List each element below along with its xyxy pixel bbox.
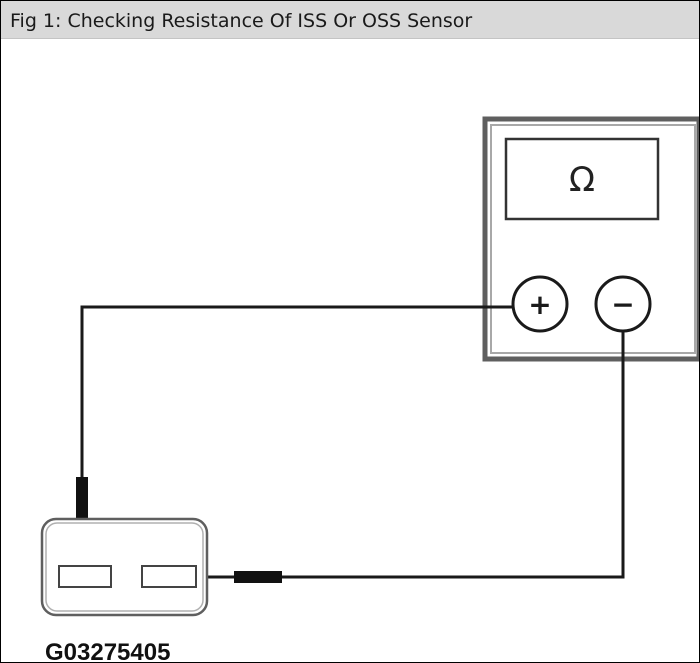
negative-lead-wire [281, 331, 625, 579]
negative-terminal: − [594, 275, 652, 333]
positive-terminal: + [511, 275, 569, 333]
sensor-connector [40, 517, 209, 617]
ohm-symbol: Ω [569, 160, 595, 200]
positive-terminal-symbol: + [528, 288, 551, 321]
connector-pin-2 [141, 565, 197, 588]
negative-terminal-symbol: − [611, 288, 634, 321]
positive-probe-tip [76, 477, 88, 521]
negative-probe-tip [234, 571, 282, 583]
positive-lead-wire [80, 305, 513, 479]
sensor-connector-body [40, 517, 209, 617]
diagram-id-label: G03275405 [45, 639, 170, 662]
figure-caption: Fig 1: Checking Resistance Of ISS Or OSS… [10, 10, 473, 32]
caption-bar: Fig 1: Checking Resistance Of ISS Or OSS… [1, 1, 699, 39]
ohmmeter-body-inner [490, 124, 696, 354]
ohmmeter-display [504, 137, 660, 221]
sensor-connector-body-inner [45, 522, 204, 612]
ohmmeter: Ω + − [482, 116, 699, 362]
connector-pin-1 [58, 565, 112, 588]
